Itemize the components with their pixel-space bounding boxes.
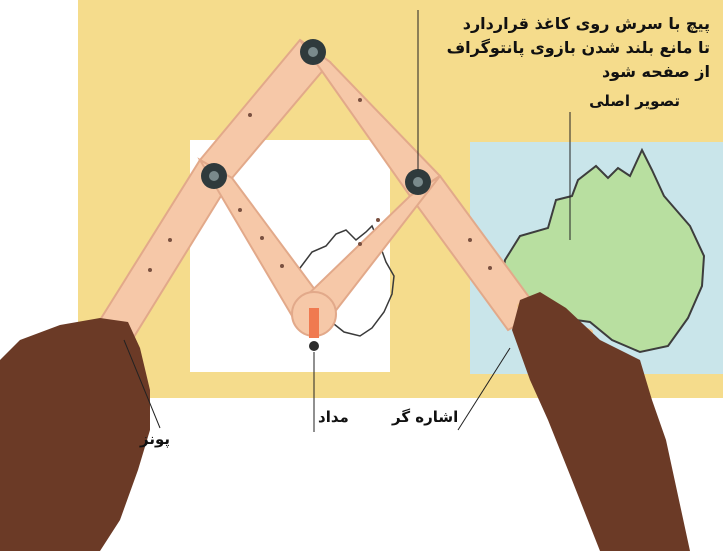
left-hand (0, 318, 150, 551)
pencil-lead (309, 308, 319, 338)
screw-note-line-2: تا مانع بلند شدن بازوی پانتوگراف (410, 36, 710, 60)
screw-left (201, 163, 227, 189)
screw-note-line-3: از صفحه شود (410, 60, 710, 84)
screw-note-line-1: پیچ با سرش روی کاغذ قراردارد (410, 12, 710, 36)
pin-label: پونز (140, 430, 170, 448)
screw-note: پیچ با سرش روی کاغذ قراردارد تا مانع بلن… (410, 12, 710, 84)
tracer-label: اشاره گر (392, 408, 458, 426)
screw-right (405, 169, 431, 195)
pencil-tip (309, 341, 319, 351)
original-image-label: تصویر اصلی (560, 92, 680, 110)
pencil-label: مداد (318, 408, 349, 426)
screw-top (300, 39, 326, 65)
